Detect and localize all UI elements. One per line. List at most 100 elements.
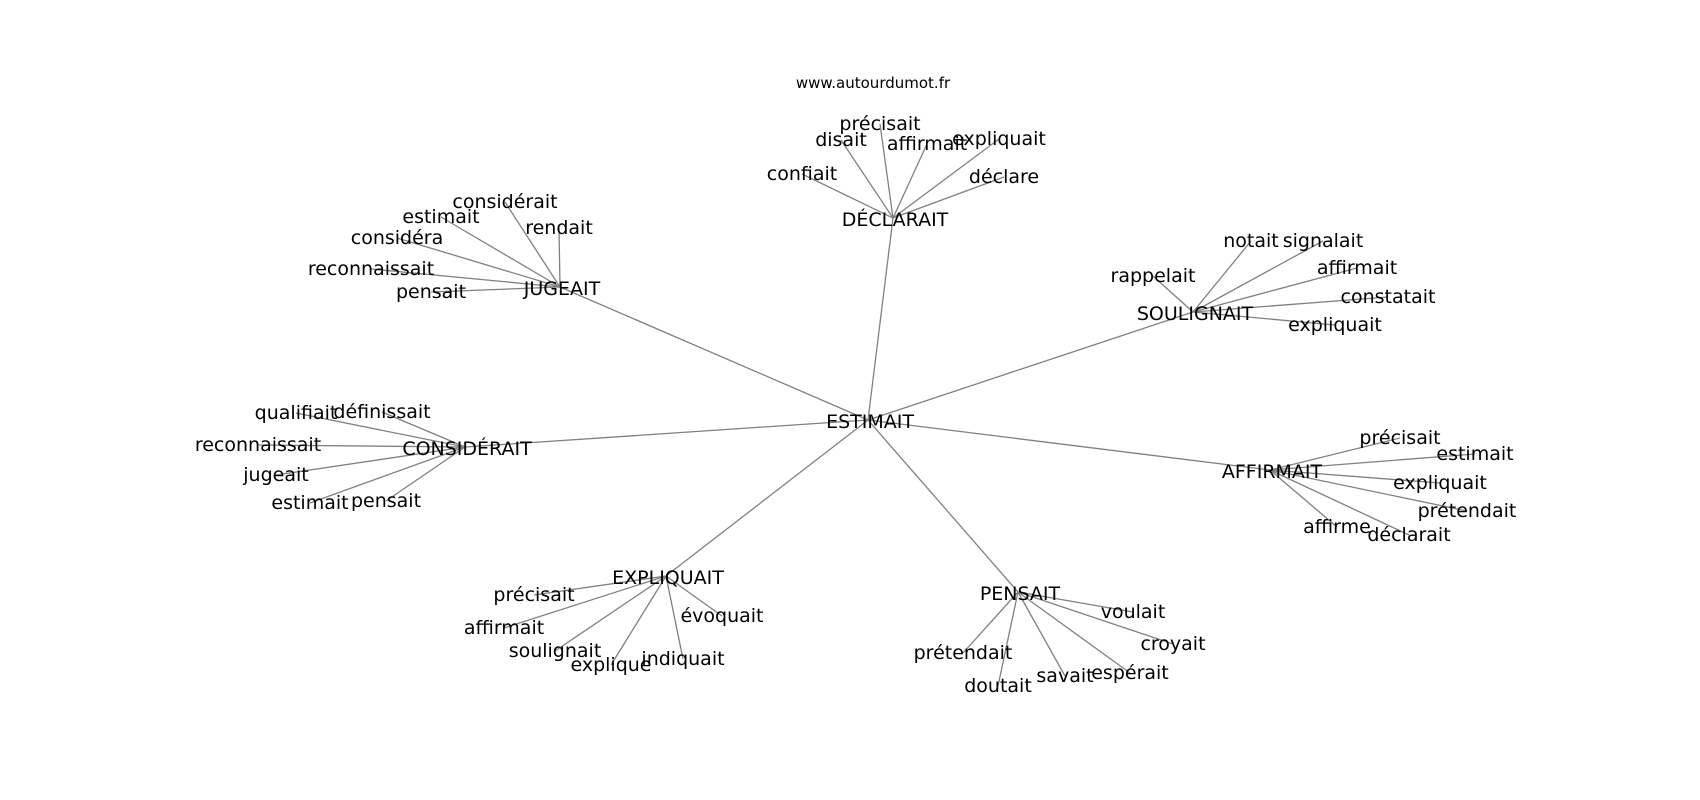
edge-affirmait-expliquait — [1269, 469, 1441, 484]
leaf-word-affirmait-declarait[interactable]: déclarait — [1367, 524, 1450, 546]
leaf-word-expliquait-precisait[interactable]: précisait — [493, 584, 574, 606]
edge-considerait-definissait — [381, 411, 466, 448]
edge-expliquait-precisait — [533, 575, 667, 596]
leaf-word-pensait-esperait[interactable]: espérait — [1091, 662, 1169, 684]
edge-expliquait-evoquait — [665, 575, 723, 617]
hub-word-considerait[interactable]: CONSIDÉRAIT — [402, 437, 532, 460]
edge-jugeait-estimait — [440, 216, 561, 288]
edge-center-considerait — [464, 419, 869, 448]
leaf-word-affirmait-precisait[interactable]: précisait — [1359, 427, 1440, 449]
leaf-word-pensait-savait[interactable]: savait — [1036, 665, 1093, 687]
edge-expliquait-soulignait — [554, 575, 667, 652]
leaf-word-affirmait-estimait[interactable]: estimait — [1436, 443, 1513, 465]
leaf-word-expliquait-explique[interactable]: explique — [570, 654, 651, 676]
edge-declarait-disait — [840, 139, 894, 219]
leaf-word-expliquait-soulignait[interactable]: soulignait — [509, 640, 602, 662]
hub-word-soulignait[interactable]: SOULIGNAIT — [1137, 303, 1254, 325]
hub-word-affirmait[interactable]: AFFIRMAIT — [1222, 461, 1323, 483]
leaf-word-expliquait-evoquait[interactable]: évoquait — [680, 605, 763, 627]
edge-expliquait-explique — [610, 575, 667, 666]
edge-pensait-doutait — [997, 591, 1019, 687]
leaf-word-declarait-disait[interactable]: disait — [815, 129, 867, 151]
edge-declarait-expliquait — [892, 138, 1000, 219]
edge-soulignait-signalait — [1192, 240, 1324, 313]
edge-expliquait-indiquait — [665, 575, 684, 660]
leaf-word-affirmait-pretendait[interactable]: prétendait — [1418, 500, 1517, 522]
edge-jugeait-considerait — [504, 201, 561, 288]
leaf-word-expliquait-indiquait[interactable]: indiquait — [641, 648, 724, 670]
leaf-word-declarait-expliquait[interactable]: expliquait — [952, 128, 1046, 150]
leaf-word-declarait-confiait[interactable]: confiait — [767, 163, 837, 185]
edge-soulignait-constatait — [1192, 296, 1389, 313]
leaf-word-declarait-declare[interactable]: déclare — [969, 166, 1039, 188]
edge-jugeait-reconnaissait — [370, 268, 561, 288]
leaf-word-considerait-pensait[interactable]: pensait — [351, 490, 421, 512]
edge-affirmait-affirme — [1269, 469, 1338, 528]
leaf-word-affirmait-affirme[interactable]: affirme — [1303, 516, 1371, 538]
leaf-word-jugeait-estimait[interactable]: estimait — [402, 206, 479, 228]
edge-pensait-savait — [1017, 591, 1066, 677]
leaf-word-jugeait-considera[interactable]: considéra — [351, 227, 444, 249]
hub-word-pensait[interactable]: PENSAIT — [980, 583, 1061, 605]
graph-labels: www.autourdumot.fr ESTIMAITdisaitprécisa… — [195, 74, 1517, 697]
edge-considerait-estimait — [309, 446, 466, 504]
leaf-word-considerait-definissait[interactable]: définissait — [333, 401, 430, 423]
edge-soulignait-expliquait — [1192, 311, 1336, 326]
site-watermark[interactable]: www.autourdumot.fr — [796, 74, 951, 92]
leaf-word-pensait-doutait[interactable]: doutait — [964, 675, 1032, 697]
graph-edges — [257, 123, 1476, 687]
edge-jugeait-pensait — [430, 286, 561, 293]
edge-jugeait-rendait — [558, 227, 561, 288]
leaf-word-expliquait-affirmait[interactable]: affirmait — [464, 617, 544, 639]
leaf-word-pensait-croyait[interactable]: croyait — [1140, 633, 1205, 655]
leaf-word-jugeait-rendait[interactable]: rendait — [525, 217, 593, 239]
edge-soulignait-rappelait — [1152, 275, 1194, 313]
leaf-word-affirmait-expliquait[interactable]: expliquait — [1393, 472, 1487, 494]
edge-pensait-voulait — [1017, 591, 1134, 613]
leaf-word-jugeait-pensait[interactable]: pensait — [396, 281, 466, 303]
edge-considerait-jugeait — [275, 446, 466, 476]
edge-soulignait-notait — [1192, 240, 1252, 313]
edge-pensait-pretendait — [962, 591, 1019, 654]
leaf-word-considerait-jugeait[interactable]: jugeait — [242, 464, 308, 486]
edge-affirmait-precisait — [1269, 437, 1401, 471]
leaf-word-jugeait-reconnaissait[interactable]: reconnaissait — [308, 258, 434, 280]
leaf-word-considerait-reconnaissait[interactable]: reconnaissait — [195, 434, 321, 456]
edge-considerait-reconnaissait — [257, 444, 466, 448]
edge-center-jugeait — [559, 286, 869, 421]
hub-word-expliquait[interactable]: EXPLIQUAIT — [612, 567, 724, 589]
edge-affirmait-estimait — [1269, 453, 1476, 471]
edge-affirmait-pretendait — [1269, 469, 1468, 512]
edge-declarait-declare — [892, 176, 1005, 219]
edge-soulignait-affirmait — [1192, 267, 1358, 313]
leaf-word-declarait-precisait[interactable]: précisait — [839, 113, 920, 135]
leaf-word-pensait-voulait[interactable]: voulait — [1101, 601, 1166, 623]
edge-center-declarait — [867, 217, 894, 421]
leaf-word-soulignait-constatait[interactable]: constatait — [1341, 286, 1436, 308]
edge-declarait-precisait — [879, 123, 894, 219]
leaf-word-soulignait-notait[interactable]: notait — [1223, 230, 1279, 252]
edge-center-affirmait — [867, 419, 1271, 471]
edge-affirmait-declarait — [1269, 469, 1410, 536]
leaf-word-pensait-pretendait[interactable]: prétendait — [914, 642, 1013, 664]
center-word-estimait[interactable]: ESTIMAIT — [826, 411, 914, 433]
leaf-word-soulignait-affirmait[interactable]: affirmait — [1317, 257, 1397, 279]
leaf-word-soulignait-expliquait[interactable]: expliquait — [1288, 314, 1382, 336]
edge-declarait-confiait — [801, 173, 894, 219]
leaf-word-considerait-estimait[interactable]: estimait — [271, 492, 348, 514]
leaf-word-soulignait-signalait[interactable]: signalait — [1283, 230, 1364, 252]
hub-word-jugeait[interactable]: JUGEAIT — [523, 278, 601, 300]
edge-pensait-croyait — [1017, 591, 1174, 645]
leaf-word-declarait-affirmait[interactable]: affirmait — [887, 133, 967, 155]
edge-center-pensait — [867, 419, 1019, 593]
edge-considerait-qualifiait — [295, 412, 466, 448]
edge-expliquait-affirmait — [503, 575, 667, 629]
edge-declarait-affirmait — [892, 143, 928, 219]
leaf-word-jugeait-considerait[interactable]: considérait — [452, 191, 557, 213]
hub-word-declarait[interactable]: DÉCLARAIT — [842, 208, 949, 231]
leaf-word-soulignait-rappelait[interactable]: rappelait — [1111, 265, 1196, 287]
edge-considerait-pensait — [385, 446, 466, 502]
edge-jugeait-considera — [396, 237, 561, 288]
leaf-word-considerait-qualifiait[interactable]: qualifiait — [255, 402, 338, 424]
